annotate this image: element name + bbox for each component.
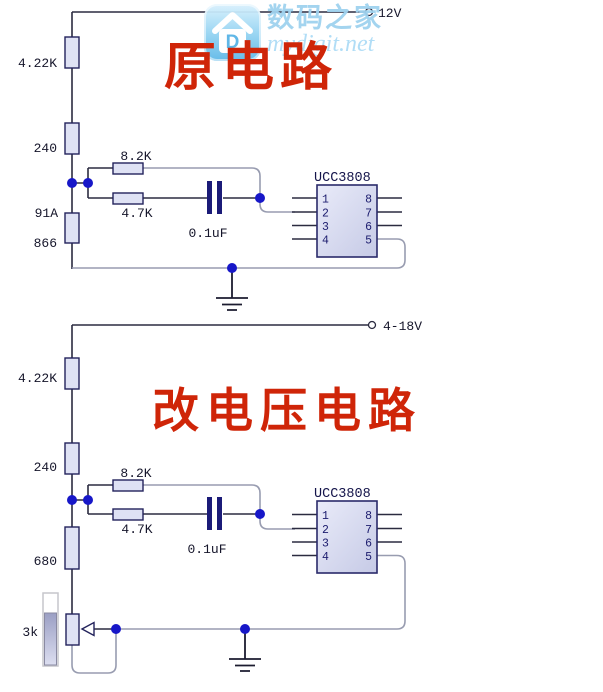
ic-name-label: UCC3808 bbox=[314, 487, 371, 502]
ic-body bbox=[316, 500, 378, 574]
wire bbox=[377, 513, 402, 543]
wire bbox=[143, 484, 295, 530]
resistor-4-22k-label: 4.22K bbox=[18, 56, 57, 71]
top-circuit: UCC3808 1 2 3 4 8 7 6 5 4.22K 240 91A 86… bbox=[18, 6, 406, 311]
resistor-240 bbox=[64, 122, 80, 155]
ic-ucc3808: UCC3808 1 2 3 4 8 7 6 5 bbox=[314, 171, 378, 258]
ground-symbol bbox=[216, 268, 248, 311]
wire bbox=[377, 197, 402, 227]
wire bbox=[71, 629, 117, 674]
pin-label: 7 bbox=[365, 208, 372, 221]
capacitor-label: 0.1uF bbox=[187, 542, 226, 557]
capacitor-0-1uf bbox=[207, 497, 222, 530]
resistor-8-2k bbox=[112, 479, 144, 492]
junction-dot bbox=[255, 509, 265, 519]
pot-resistor-body bbox=[65, 613, 80, 646]
pin-label: 2 bbox=[322, 524, 329, 537]
resistor-8-2k-label: 8.2K bbox=[120, 466, 151, 481]
pin-label: 6 bbox=[365, 538, 372, 551]
capacitor-label: 0.1uF bbox=[188, 226, 227, 241]
resistor-91a-866 bbox=[64, 212, 80, 244]
watermark: D 数码之家 mydigit.net bbox=[204, 4, 383, 61]
ground-symbol bbox=[229, 629, 261, 672]
slider-graphic bbox=[42, 592, 59, 667]
junction-dot bbox=[255, 193, 265, 203]
bottom-circuit-title: 改电压电路 bbox=[152, 384, 422, 439]
resistor-4-7k bbox=[112, 508, 144, 521]
resistor-866-label: 866 bbox=[34, 236, 57, 251]
pin-label: 8 bbox=[365, 194, 372, 207]
pin-label: 4 bbox=[322, 235, 329, 248]
pin-label: 4 bbox=[322, 551, 329, 564]
pin-label: 6 bbox=[365, 221, 372, 234]
pin-label: 5 bbox=[365, 551, 372, 564]
supply-label: 4-18V bbox=[383, 319, 422, 334]
pin-label: 7 bbox=[365, 524, 372, 537]
wire bbox=[292, 197, 317, 240]
logo-letter: D bbox=[226, 32, 240, 53]
ic-body bbox=[316, 184, 378, 258]
resistor-4-7k-label: 4.7K bbox=[121, 522, 152, 537]
watermark-text: 数码之家 mydigit.net bbox=[267, 4, 383, 61]
supply-label: 12V bbox=[378, 6, 402, 21]
pin-label: 1 bbox=[322, 194, 329, 207]
pin-label: 3 bbox=[322, 538, 329, 551]
resistor-91a-label: 91A bbox=[35, 206, 59, 221]
resistor-4-7k-label: 4.7K bbox=[121, 206, 152, 221]
resistor-4-22k bbox=[64, 36, 80, 69]
watermark-site-name: 数码之家 bbox=[267, 3, 383, 34]
resistor-8-2k-label: 8.2K bbox=[120, 149, 151, 164]
resistor-240-label: 240 bbox=[34, 460, 57, 475]
pin-label: 2 bbox=[322, 208, 329, 221]
junction-dot bbox=[240, 624, 250, 634]
wire bbox=[116, 554, 406, 630]
resistor-680 bbox=[64, 526, 80, 570]
bottom-wires bbox=[71, 324, 406, 674]
wire bbox=[143, 167, 295, 213]
pot-wiper-arrow bbox=[80, 621, 95, 637]
junction-dot bbox=[83, 178, 93, 188]
resistor-4-22k-label: 4.22K bbox=[18, 371, 57, 386]
supply-terminal bbox=[367, 320, 377, 330]
watermark-site-url: mydigit.net bbox=[267, 30, 375, 57]
bottom-circuit: UCC3808 1 2 3 4 8 7 6 5 4.22K 240 680 3k… bbox=[18, 319, 422, 674]
pot-3k-label: 3k bbox=[22, 625, 38, 640]
junction-dot bbox=[83, 495, 93, 505]
capacitor-0-1uf bbox=[207, 181, 222, 214]
junction-dot bbox=[111, 624, 121, 634]
top-circuit-title: 原电路 bbox=[164, 38, 339, 98]
resistor-8-2k bbox=[112, 162, 144, 175]
resistor-240-label: 240 bbox=[34, 141, 57, 156]
pin-label: 5 bbox=[365, 235, 372, 248]
resistor-4-22k bbox=[64, 357, 80, 390]
junction-dot bbox=[227, 263, 237, 273]
mydigit-logo-icon: D bbox=[204, 4, 261, 61]
top-wires bbox=[71, 11, 406, 269]
pin-label: 1 bbox=[322, 510, 329, 523]
resistor-240 bbox=[64, 442, 80, 475]
ic-ucc3808: UCC3808 1 2 3 4 8 7 6 5 bbox=[314, 487, 378, 574]
ic-name-label: UCC3808 bbox=[314, 171, 371, 186]
pin-label: 3 bbox=[322, 221, 329, 234]
resistor-4-7k bbox=[112, 192, 144, 205]
supply-terminal bbox=[364, 7, 374, 17]
junction-dot bbox=[67, 178, 77, 188]
wire bbox=[292, 513, 317, 557]
wire bbox=[72, 238, 406, 269]
resistor-680-label: 680 bbox=[34, 554, 57, 569]
junction-dot bbox=[67, 495, 77, 505]
pin-label: 8 bbox=[365, 510, 372, 523]
